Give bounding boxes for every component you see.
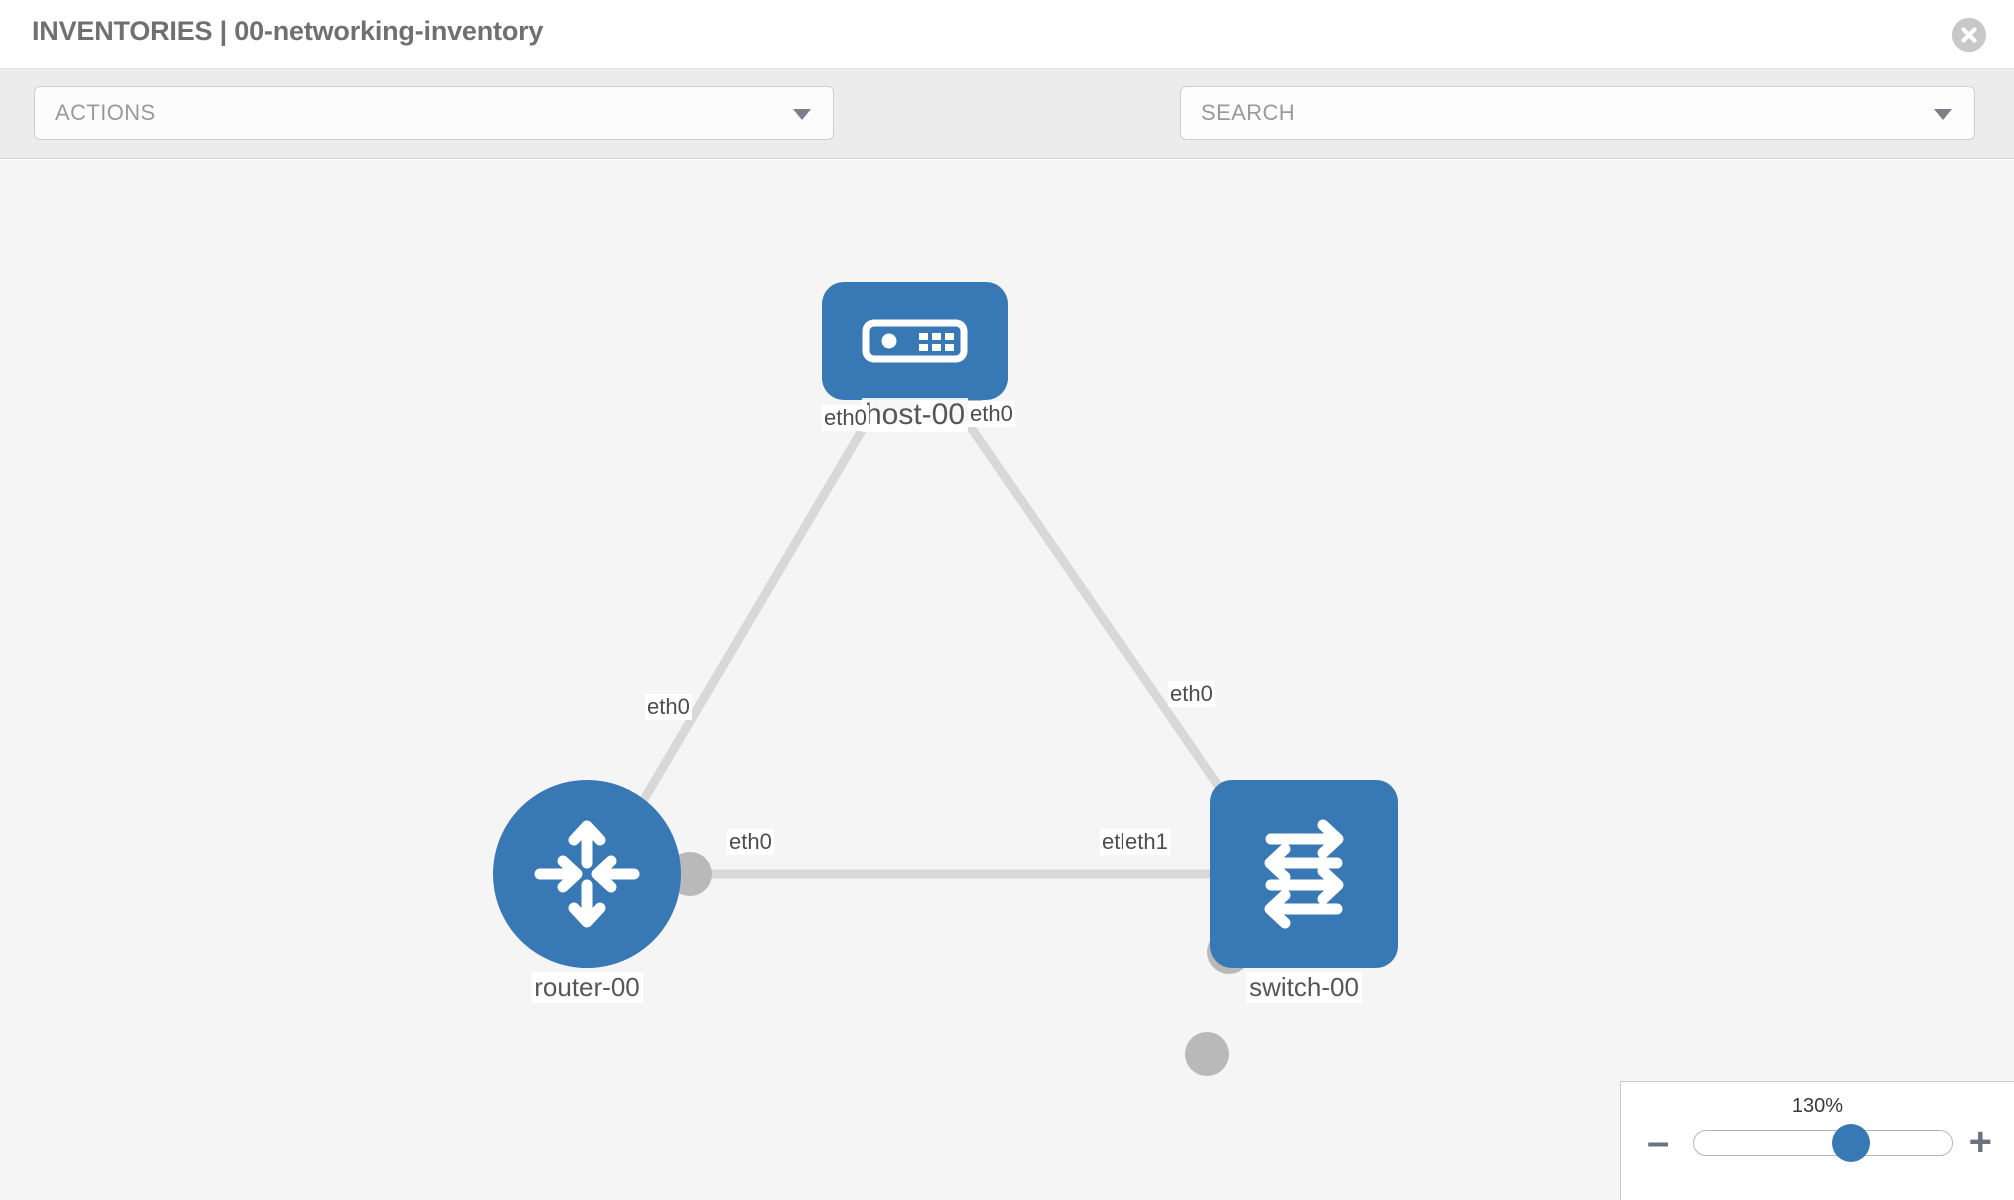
topology-links [616, 397, 1239, 879]
node-switch-00-label: switch-00 [1246, 972, 1362, 1003]
zoom-percent-label: 130% [1791, 1095, 1844, 1117]
close-icon [1952, 18, 1986, 52]
search-field[interactable]: SEARCH [1180, 86, 1975, 140]
zoom-out-button[interactable]: – [1647, 1120, 1670, 1164]
actions-dropdown[interactable]: ACTIONS [34, 86, 834, 140]
node-host-00[interactable]: host-00 [822, 282, 1008, 432]
toolbar: ACTIONS SEARCH [0, 69, 2014, 200]
switch-icon [1264, 819, 1344, 929]
link-host-router[interactable] [616, 397, 884, 843]
close-button[interactable] [1952, 18, 1986, 52]
actions-dropdown-label: ACTIONS [55, 100, 156, 125]
node-host-00-shape[interactable] [822, 282, 1008, 400]
link-host-switch[interactable] [948, 397, 1239, 813]
node-router-00-shape[interactable] [493, 780, 681, 968]
zoom-control-panel: 130% – + [1620, 1081, 2014, 1200]
server-icon [862, 319, 968, 363]
chevron-down-icon [793, 109, 811, 120]
node-switch-00[interactable]: switch-00 [1210, 780, 1398, 1003]
topology-canvas[interactable]: host-00 [0, 160, 2014, 1200]
node-switch-00-shape[interactable] [1210, 780, 1398, 968]
node-router-00[interactable]: router-00 [493, 780, 681, 1003]
port-switch-left[interactable] [1185, 1032, 1229, 1076]
edge-label-switch-up: eth0 [1168, 681, 1215, 707]
router-icon [534, 820, 640, 928]
page-title: INVENTORIES | 00-networking-inventory [32, 16, 544, 46]
edge-label-host-left: eth0 [822, 405, 869, 431]
edge-label-switch-left: eth1 [1123, 829, 1170, 855]
search-chevron-down-icon[interactable] [1934, 109, 1952, 120]
page-header: INVENTORIES | 00-networking-inventory [0, 0, 2014, 69]
zoom-in-button[interactable]: + [1968, 1120, 1992, 1164]
edge-label-host-right: eth0 [968, 401, 1015, 427]
node-router-00-label: router-00 [531, 972, 643, 1003]
zoom-slider-track[interactable] [1693, 1124, 1953, 1162]
node-host-00-label: host-00 [861, 398, 969, 432]
edge-label-router-up: eth0 [645, 694, 692, 720]
zoom-slider-thumb[interactable] [1831, 1124, 1870, 1162]
edge-label-router-right: eth0 [727, 829, 774, 855]
search-input[interactable]: SEARCH [1201, 100, 1296, 125]
